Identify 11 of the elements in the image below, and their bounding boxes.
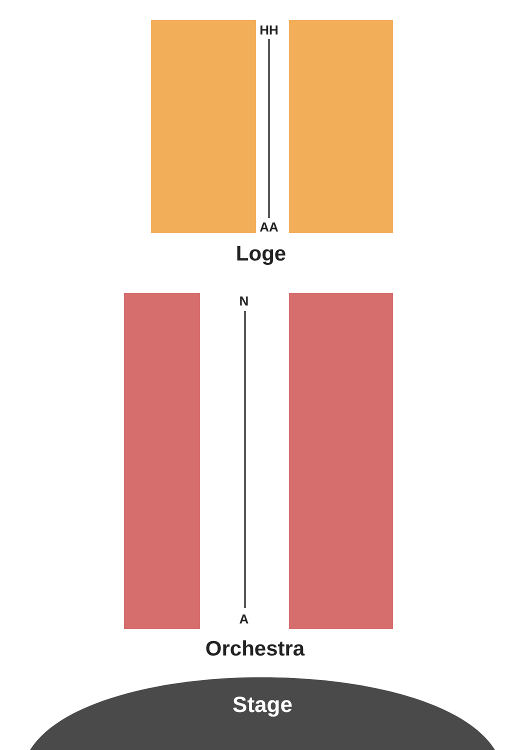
- stage-label: Stage: [232, 694, 292, 716]
- section-label: Orchestra: [205, 638, 305, 660]
- row-label: N: [239, 294, 249, 308]
- row-label: AA: [260, 220, 278, 234]
- seating-section: [151, 20, 256, 233]
- section-label: Loge: [236, 244, 286, 264]
- row-label: A: [239, 612, 249, 626]
- seating-section: [289, 293, 393, 629]
- seating-section: [289, 20, 393, 233]
- seating-section: [124, 293, 200, 629]
- row-label: HH: [260, 24, 278, 36]
